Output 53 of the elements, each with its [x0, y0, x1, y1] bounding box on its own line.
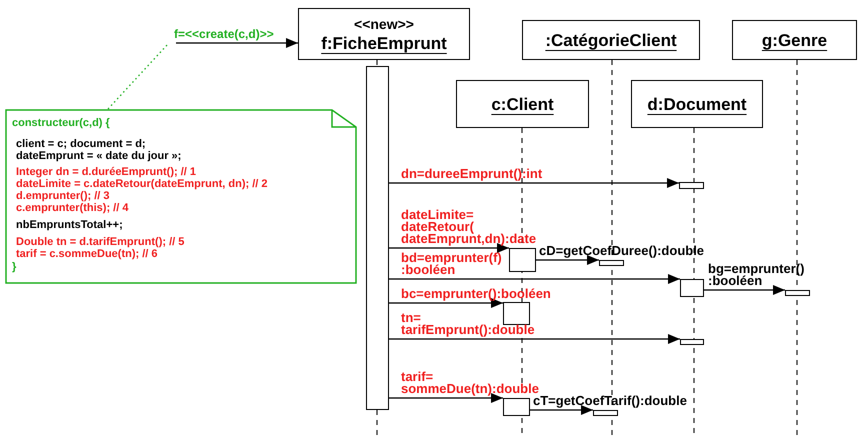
activation-bar [503, 398, 530, 416]
object-box [522, 20, 700, 60]
activation-bar [366, 66, 389, 410]
object-box [298, 8, 470, 60]
message-arrow [389, 298, 503, 308]
message-label: bd=emprunter(f) :booléen [401, 252, 502, 276]
stereotype-text: <<new>> [354, 14, 414, 32]
activation-bar [680, 279, 704, 297]
code-text: } [12, 261, 16, 273]
code-line: c.emprunter(this); // 4 [16, 202, 128, 214]
object-box [631, 80, 763, 128]
activation-bar [680, 339, 704, 345]
object-name: g:Genre [762, 30, 828, 50]
message-label: dn=dureeEmprunt():int [401, 168, 542, 180]
activation-bar [509, 248, 536, 272]
message-label: tn= tarifEmprunt():double [401, 312, 535, 336]
message-label: cT=getCoefTarif():double [533, 395, 687, 407]
message-arrow [389, 393, 503, 403]
message-arrow [536, 255, 599, 265]
message-label: bg=emprunter() :booléen [708, 263, 804, 287]
object-name: f:FicheEmprunt [321, 32, 447, 54]
code-line: nbEmpruntsTotal++; [16, 219, 123, 231]
message-arrow [176, 38, 298, 48]
object-box [456, 80, 589, 128]
code-line: client = c; document = d; [16, 138, 146, 150]
note-link [108, 44, 168, 110]
message-label: dateLimite= dateRetour( dateEmprunt,dn):date [401, 209, 536, 245]
message-label: bc=emprunter():booléen [401, 288, 551, 300]
message-arrow [389, 243, 509, 253]
activation-bar [599, 260, 624, 266]
activation-bar [593, 410, 618, 416]
code-line: d.emprunter(); // 3 [16, 190, 110, 202]
code-line: dateLimite = c.dateRetour(dateEmprunt, dn); // 2 [16, 178, 268, 190]
activation-bar [785, 290, 810, 296]
code-line: tarif = c.sommeDue(tn); // 6 [16, 248, 158, 260]
object-name: c:Client [491, 94, 554, 114]
object-name: :CatégorieClient [545, 30, 677, 50]
object-box [732, 20, 857, 60]
code-line: dateEmprunt = « date du jour »; [16, 150, 182, 162]
code-line: Double tn = d.tarifEmprunt(); // 5 [16, 236, 184, 248]
message-arrow [389, 178, 679, 188]
note-box [5, 109, 357, 284]
message-arrow [389, 334, 680, 344]
message-label: tarif= sommeDue(tn):double [401, 371, 539, 395]
message-arrow [704, 285, 785, 295]
code-text: constructeur(c,d) { [12, 117, 110, 129]
activation-bar [679, 182, 704, 189]
code-line: Integer dn = d.duréeEmprunt(); // 1 [16, 166, 196, 178]
message-arrow [389, 274, 680, 284]
message-arrow [530, 405, 593, 415]
activation-bar [503, 302, 530, 325]
object-name: d:Document [647, 94, 747, 114]
message-label: f=<<create(c,d)>> [174, 28, 274, 40]
